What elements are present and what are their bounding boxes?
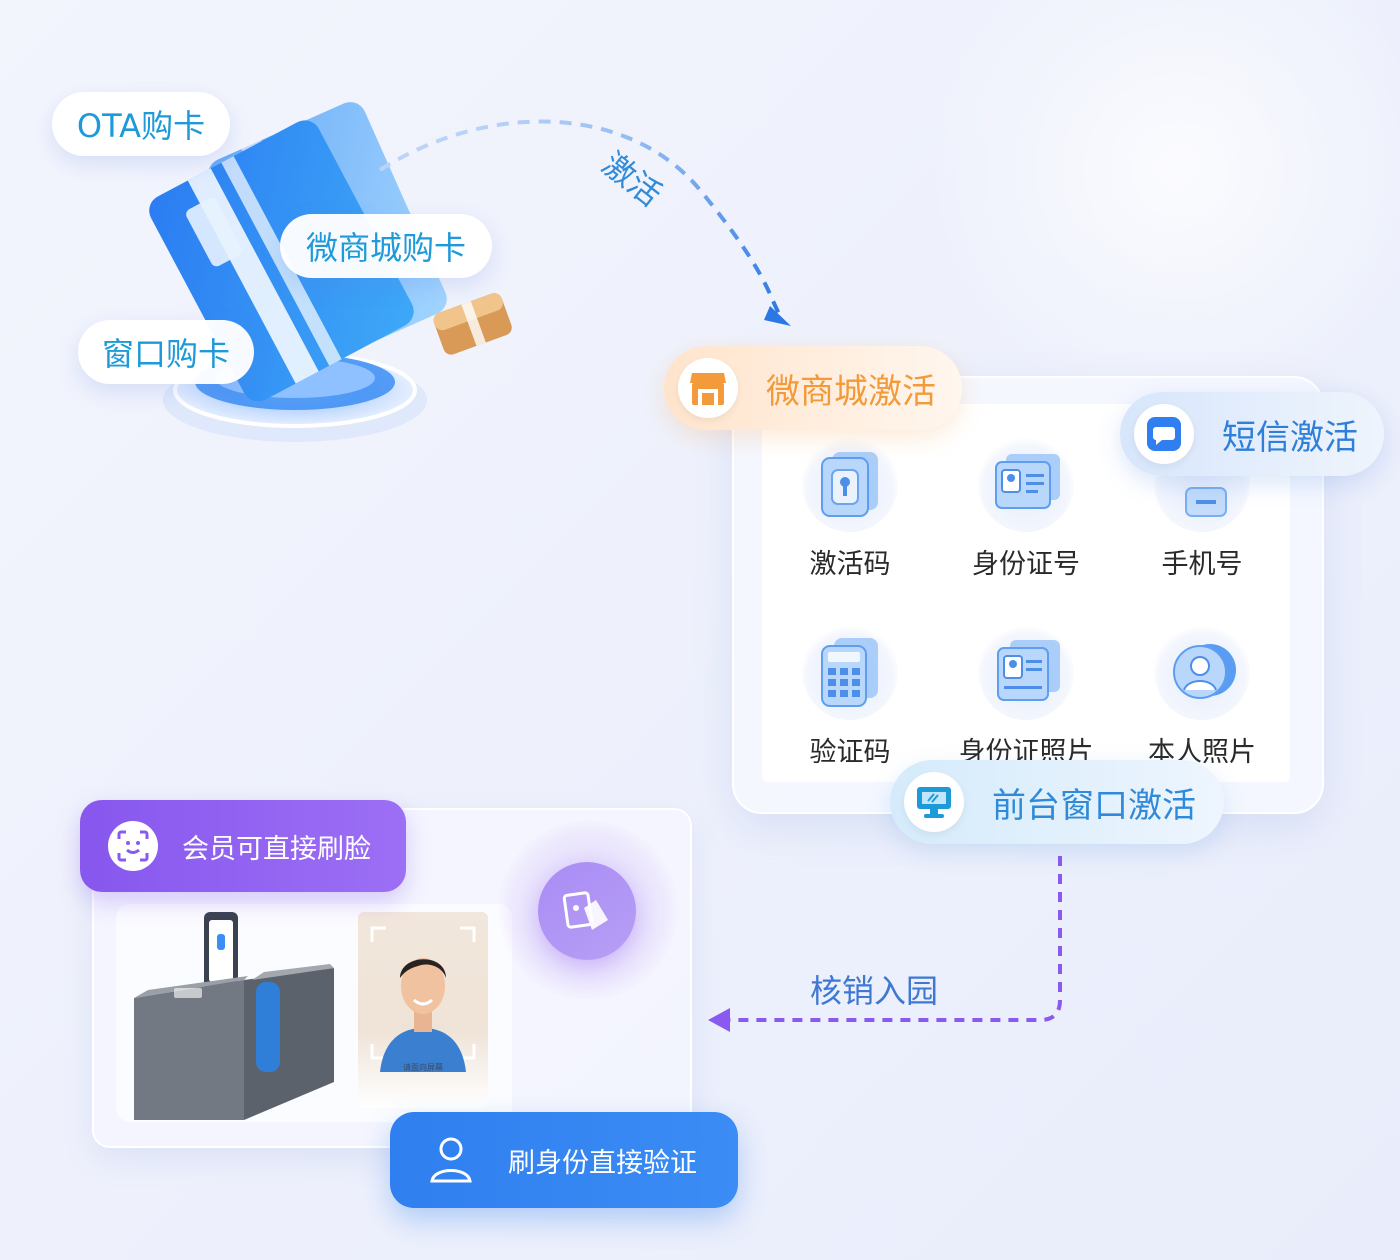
pill-ota-label: OTA购卡 [76,107,206,145]
chip-mall-activation-label: 微商城激活 [766,371,936,412]
id-photo-icon [978,624,1074,720]
id-card-icon [978,436,1074,532]
id-verify-button-label: 刷身份直接验证 [508,1147,697,1179]
store-icon [678,358,738,418]
chip-desk-activation-label: 前台窗口激活 [992,785,1196,826]
card-swipe-icon [538,862,636,960]
portrait-icon [1154,624,1250,720]
chip-desk-activation[interactable]: 前台窗口激活 [890,760,1224,844]
face-screen-caption: 请面向屏幕 [403,1063,443,1072]
activation-item-code-label: 激活码 [809,549,891,580]
activation-item-id-number[interactable]: 身份证号 [938,414,1114,584]
pill-ota-purchase: OTA购卡 [52,92,230,156]
checkin-label: 核销入园 [810,972,939,1010]
activation-item-verify-code[interactable]: 验证码 [762,602,938,772]
activation-item-phone-label: 手机号 [1161,549,1243,580]
face-scan-icon [108,821,158,871]
face-scan-button[interactable]: 会员可直接刷脸 [80,800,406,892]
chip-sms-activation-label: 短信激活 [1222,417,1358,458]
turnstile-illustration [134,912,334,1120]
face-scan-button-label: 会员可直接刷脸 [182,833,371,865]
message-icon [1134,404,1194,464]
activate-arrow [378,119,791,326]
pill-window-label: 窗口购卡 [101,335,230,373]
activation-item-portrait[interactable]: 本人照片 [1114,602,1290,772]
checkin-arrow [708,856,1062,1032]
pill-mall-label: 微商城购卡 [305,229,466,267]
monitor-icon [904,772,964,832]
user-icon [428,1135,474,1185]
portrait-photo [370,926,476,1072]
chip-mall-activation[interactable]: 微商城激活 [664,346,962,430]
id-verify-button[interactable]: 刷身份直接验证 [390,1112,738,1208]
activation-item-verify-code-label: 验证码 [809,737,891,768]
activation-item-id-photo[interactable]: 身份证照片 [938,602,1114,772]
pill-mall-purchase: 微商城购卡 [280,214,492,278]
activation-item-code[interactable]: 激活码 [762,414,938,584]
lock-icon [802,436,898,532]
keypad-icon [802,624,898,720]
activation-item-id-number-label: 身份证号 [972,549,1080,580]
pill-window-purchase: 窗口购卡 [78,320,254,384]
face-scan-screen: 请面向屏幕 [358,912,488,1108]
background-glow [900,0,1400,400]
chip-sms-activation[interactable]: 短信激活 [1120,392,1384,476]
